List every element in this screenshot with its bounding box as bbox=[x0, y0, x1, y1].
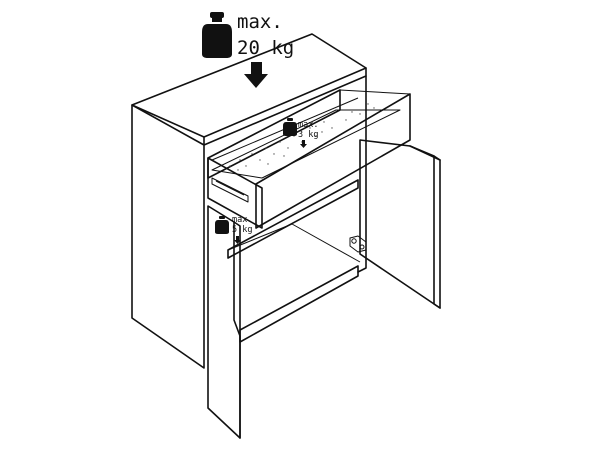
down-arrow-icon bbox=[234, 236, 241, 244]
runner-rail bbox=[215, 180, 245, 196]
shelf-load-max-label: max. bbox=[232, 215, 252, 225]
top-load-indicator: max. 20 kg bbox=[202, 11, 294, 88]
interior-floor-line bbox=[291, 223, 361, 263]
hinge-plate bbox=[349, 235, 367, 253]
middle-shelf bbox=[227, 179, 359, 259]
hinge-screw bbox=[351, 238, 357, 244]
weight-icon bbox=[283, 118, 297, 136]
drawer-load-weight-label: 3 kg bbox=[298, 130, 318, 140]
shelf-load-weight-label: 5 kg bbox=[232, 225, 252, 235]
right-door-top bbox=[409, 145, 441, 161]
drawer bbox=[207, 89, 411, 229]
hinge-screw bbox=[359, 244, 365, 250]
weight-icon bbox=[202, 12, 232, 58]
drawer-top-rim bbox=[339, 89, 411, 95]
down-arrow-icon bbox=[244, 62, 268, 88]
right-door bbox=[359, 139, 441, 309]
shelf-load-indicator: max. 5 kg bbox=[215, 215, 252, 244]
hinge bbox=[349, 235, 367, 253]
drawer-runner bbox=[211, 177, 249, 203]
drawer-load-indicator: max. 3 kg bbox=[283, 118, 318, 148]
cabinet-body bbox=[131, 33, 367, 369]
top-front-edge bbox=[203, 67, 367, 146]
right-door-edge bbox=[433, 155, 441, 309]
left-side-panel bbox=[131, 104, 205, 369]
doors bbox=[207, 139, 441, 439]
weight-icon bbox=[215, 216, 229, 234]
top-load-weight-label: 20 kg bbox=[237, 37, 294, 59]
drawer-side bbox=[207, 157, 263, 229]
down-arrow-icon bbox=[300, 140, 307, 148]
drawer-front bbox=[255, 93, 411, 229]
top-load-max-label: max. bbox=[237, 11, 283, 33]
drawer-bottom-texture bbox=[229, 103, 375, 171]
cabinet-bottom bbox=[239, 265, 359, 343]
left-door-edge bbox=[233, 221, 241, 439]
shelf-back-line bbox=[227, 223, 293, 251]
drawer-load-max-label: max. bbox=[298, 120, 318, 130]
